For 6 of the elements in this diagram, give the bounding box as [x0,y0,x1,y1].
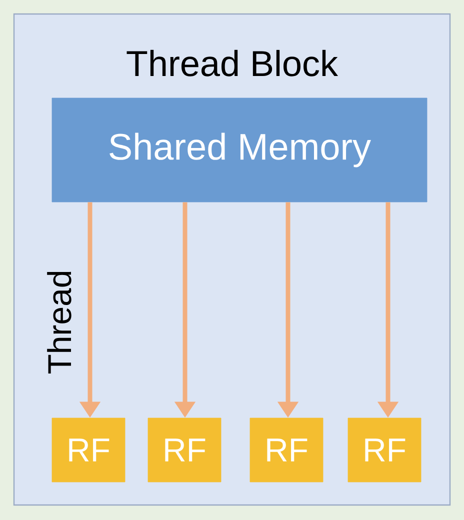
thread-label: Thread [47,272,72,374]
register-file-box: RF [250,418,324,482]
register-file-box: RF [52,418,126,482]
register-file-box: RF [348,418,422,482]
shared-memory-box: Shared Memory [52,98,428,202]
register-file-box: RF [148,418,222,482]
